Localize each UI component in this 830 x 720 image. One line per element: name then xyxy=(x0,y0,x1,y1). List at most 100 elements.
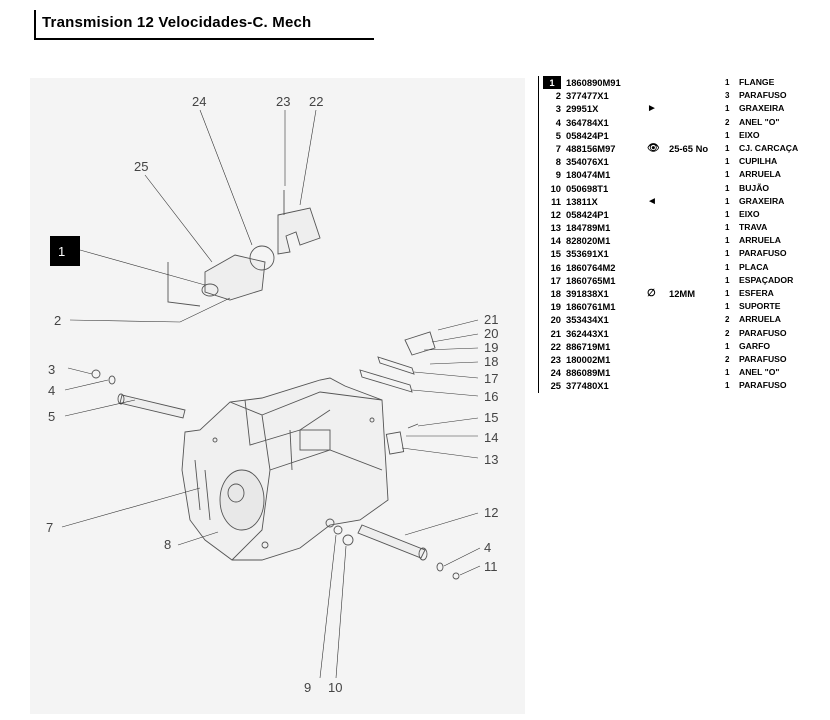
part-code: 180002M1 xyxy=(566,353,611,365)
part-code: 488156M97 xyxy=(566,142,616,154)
part-quantity: 1 xyxy=(725,368,730,378)
part-symbol: ► xyxy=(647,103,657,115)
part-description: GRAXEIRA xyxy=(739,103,785,114)
part-quantity: 1 xyxy=(725,170,730,180)
part-symbol: 👁 xyxy=(647,142,660,154)
part-code: 29951X xyxy=(566,103,599,115)
part-quantity: 1 xyxy=(725,381,730,391)
part-note: 12MM xyxy=(669,288,696,299)
part-quantity: 2 xyxy=(725,315,730,325)
part-description: ESFERA xyxy=(739,288,774,298)
part-code: 886089M1 xyxy=(566,367,611,379)
part-code: 828020M1 xyxy=(566,235,611,247)
part-code: 353434X1 xyxy=(566,314,609,326)
part-note: 25-65 No xyxy=(669,142,709,154)
part-quantity: 1 xyxy=(725,196,730,206)
part-quantity: 2 xyxy=(725,328,730,338)
callout-1: 1 xyxy=(58,244,65,259)
part-code: 391838X1 xyxy=(566,288,609,299)
part-code: 377477X1 xyxy=(566,90,609,102)
part-quantity: 1 xyxy=(725,236,730,246)
part-quantity: 1 xyxy=(725,183,730,193)
part-number-index: 2 xyxy=(555,90,561,102)
part-number-index: 11 xyxy=(551,195,561,207)
callout-12: 12 xyxy=(484,505,498,520)
part-description: PLACA xyxy=(739,261,769,272)
part-description: FLANGE xyxy=(739,77,775,87)
callout-8: 8 xyxy=(164,537,171,552)
part-description: ESPAÇADOR xyxy=(739,274,794,285)
callout-17: 17 xyxy=(484,371,498,386)
part-number-index: 14 xyxy=(550,235,561,247)
callout-10: 10 xyxy=(328,680,342,695)
part-description: TRAVA xyxy=(739,222,768,233)
parts-row: 7 488156M97 👁 25-65 No 1 CJ. CARCAÇA xyxy=(539,142,829,155)
part-code: 058424P1 xyxy=(566,208,609,220)
part-number-index: 15 xyxy=(550,248,561,260)
part-quantity: 1 xyxy=(725,341,730,351)
part-description: CJ. CARCAÇA xyxy=(739,142,799,153)
part-quantity: 1 xyxy=(725,157,730,167)
part-quantity: 1 xyxy=(725,275,730,285)
part-symbol: ◄ xyxy=(647,195,657,207)
part-description: EIXO xyxy=(739,129,760,140)
part-code: 180474M1 xyxy=(566,169,611,181)
part-description: SUPORTE xyxy=(739,301,781,312)
callout-11: 11 xyxy=(484,559,498,574)
part-code: 377480X1 xyxy=(566,380,609,392)
callout-5: 5 xyxy=(48,409,55,424)
part-quantity: 1 xyxy=(725,302,730,312)
part-code: 362443X1 xyxy=(566,327,609,339)
callout-24: 24 xyxy=(192,94,206,109)
part-code: 1860764M2 xyxy=(566,261,616,273)
exploded-diagram: 1 2 3 4 5 7 8 9 10 11 12 13 14 15 16 17 … xyxy=(46,94,498,695)
flange-1 xyxy=(204,254,266,301)
part-description: PARAFUSO xyxy=(739,353,787,364)
part-number-index: 16 xyxy=(550,261,561,273)
part-code: 058424P1 xyxy=(566,129,609,141)
part-code: 353691X1 xyxy=(566,248,609,260)
part-number-index: 23 xyxy=(550,353,561,365)
callout-4: 4 xyxy=(48,383,55,398)
part-description: PARAFUSO xyxy=(739,327,787,338)
part-description: PARAFUSO xyxy=(739,248,787,259)
part-code: 13811X xyxy=(566,195,598,207)
part-quantity: 1 xyxy=(725,143,730,153)
part-code: 354076X1 xyxy=(566,156,609,168)
callout-18: 18 xyxy=(484,354,498,369)
part-number-index: 4 xyxy=(555,116,561,128)
part-description: EIXO xyxy=(739,208,760,219)
part-description: ANEL "O" xyxy=(739,116,780,127)
part-description: BUJÃO xyxy=(739,182,770,193)
part-description: PARAFUSO xyxy=(739,380,787,391)
callout-19: 19 xyxy=(484,340,498,355)
callout-3: 3 xyxy=(48,362,55,377)
shaft-12 xyxy=(357,524,426,559)
callout-4b: 4 xyxy=(484,540,491,555)
part-quantity: 1 xyxy=(725,78,730,87)
part-number-index: 9 xyxy=(555,169,561,181)
part-number-index: 5 xyxy=(555,129,561,141)
part-number-index: 12 xyxy=(550,208,561,220)
part-code: 886719M1 xyxy=(566,340,611,352)
page-title: Transmision 12 Velocidades-C. Mech xyxy=(34,10,374,40)
part-quantity: 3 xyxy=(725,91,730,101)
part-number-index: 7 xyxy=(555,142,561,154)
callout-2: 2 xyxy=(54,313,61,328)
part-number-index: 17 xyxy=(550,274,561,286)
callout-20: 20 xyxy=(484,326,498,341)
part-number-index: 1 xyxy=(543,76,561,90)
callout-16: 16 xyxy=(484,389,498,404)
callout-21: 21 xyxy=(484,312,498,327)
part-code: 050698T1 xyxy=(566,182,609,194)
